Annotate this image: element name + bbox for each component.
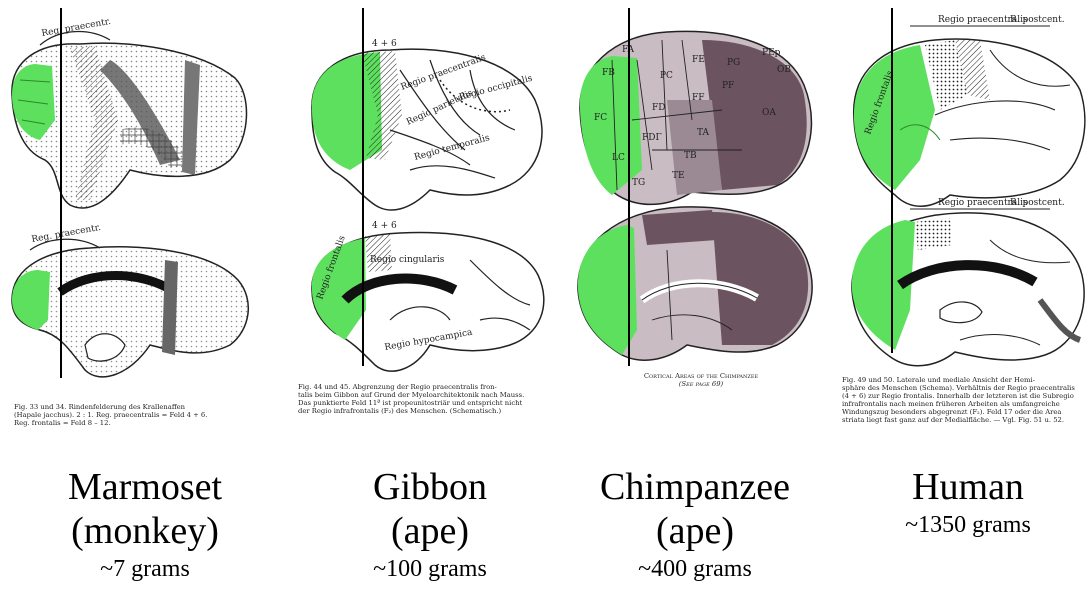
human-caption-line-1: Fig. 49 und 50. Laterale und mediale Ans… <box>842 376 1086 384</box>
marmoset-caption: Fig. 33 und 34. Rindenfelderung des Kral… <box>14 403 264 427</box>
marmoset-caption-line-1: Fig. 33 und 34. Rindenfelderung des Kral… <box>14 403 264 411</box>
marmoset-panel: Reg. praecentr. Reg. praecentr. Fig. 33 … <box>0 0 270 420</box>
human-medial-view: Regio praecentralis R. postcent. <box>852 198 1084 366</box>
chimpanzee-name: Chimpanzee <box>575 465 815 509</box>
chimpanzee-brain-drawings: FA FB PC FD FE FF TA TB OA OB PF PG TE F… <box>572 0 830 400</box>
gibbon-medial-view: 4 + 6 Regio cingularis Regio hypocampica… <box>312 221 544 371</box>
chimp-area-label-fc: FC <box>594 113 607 123</box>
marmoset-medial-view: Reg. praecentr. <box>12 223 248 377</box>
chimp-area-label-oa: OA <box>762 108 776 118</box>
gibbon-lateral-view: 4 + 6 Regio praecentralis Regio occipita… <box>312 39 542 210</box>
chimp-area-label-pf: PF <box>722 81 734 91</box>
marmoset-name: Marmoset <box>20 465 270 509</box>
chimpanzee-lateral-view: FA FB PC FD FE FF TA TB OA OB PF PG TE F… <box>580 31 812 204</box>
human-name: Human <box>858 465 1078 509</box>
human-caption-line-2: sphäre des Menschen (Schema). Verhältnis… <box>842 384 1086 392</box>
marmoset-caption-line-2: (Hapale jacchus). 2 : 1. Reg. praecentra… <box>14 411 264 419</box>
chimpanzee-reference-line <box>628 8 630 366</box>
human-panel: Regio praecentralis R. postcent. Regio f… <box>840 0 1086 385</box>
human-caption-line-5: Windungszug besonders abgegrenzt (F₂). F… <box>842 408 1086 416</box>
chimp-area-label-fb: FB <box>602 68 615 78</box>
chimp-area-label-fd: FD <box>652 103 665 113</box>
gibbon-caption-line-1: Fig. 44 und 45. Abgrenzung der Regio pra… <box>298 383 560 391</box>
human-top-label-2: R. postcent. <box>1010 15 1065 25</box>
gibbon-caption: Fig. 44 und 45. Abgrenzung der Regio pra… <box>298 383 560 415</box>
chimpanzee-type: (ape) <box>575 509 815 553</box>
gibbon-caption-line-4: der Regio infrafrontalis (F₂) des Mensch… <box>298 407 560 415</box>
gibbon-brain-drawings: 4 + 6 Regio praecentralis Regio occipita… <box>290 0 565 420</box>
gibbon-top-label: 4 + 6 <box>372 39 397 49</box>
human-caption-line-3: (4 + 6) zur Regio frontalis. Innerhalb d… <box>842 392 1086 400</box>
marmoset-bottom-label: Reg. praecentr. <box>31 223 102 245</box>
gibbon-weight: ~100 grams <box>310 553 550 585</box>
gibbon-type: (ape) <box>310 509 550 553</box>
gibbon-name: Gibbon <box>310 465 550 509</box>
marmoset-reference-line <box>60 8 62 378</box>
chimpanzee-caption: Cortical Areas of the Chimpanzee (See pa… <box>572 372 830 388</box>
human-reference-line <box>891 8 893 353</box>
chimp-area-label-fe: FE <box>692 55 705 65</box>
gibbon-caption-line-3: Das punktierte Feld 11ª ist propeunitost… <box>298 399 560 407</box>
chimp-area-label-te: TE <box>672 171 685 181</box>
human-lateral-view: Regio praecentralis R. postcent. Regio f… <box>854 15 1085 206</box>
chimp-area-label-tg: TG <box>632 178 645 188</box>
chimp-area-label-pc: PC <box>660 71 673 81</box>
gibbon-caption-line-2: talis beim Gibbon auf Grund der Myeloarc… <box>298 391 560 399</box>
chimp-area-label-lc: LC <box>612 153 625 163</box>
chimp-area-label-ta: TA <box>697 128 710 138</box>
chimpanzee-caption-line-2: (See page 69) <box>572 380 830 388</box>
human-caption: Fig. 49 und 50. Laterale und mediale Ans… <box>842 376 1086 424</box>
gibbon-reference-line <box>362 8 364 366</box>
gibbon-region-label-cingularis: Regio cingularis <box>370 255 445 265</box>
chimp-area-label-pg: PG <box>727 58 740 68</box>
marmoset-label: Marmoset (monkey) ~7 grams <box>20 465 270 585</box>
marmoset-brain-drawings: Reg. praecentr. Reg. praecentr. <box>0 0 270 420</box>
human-caption-line-6: striata liegt fast ganz auf der Medialfl… <box>842 416 1086 424</box>
chimpanzee-weight: ~400 grams <box>575 553 815 585</box>
chimpanzee-medial-view <box>578 207 812 360</box>
human-brain-drawings: Regio praecentralis R. postcent. Regio f… <box>840 0 1086 385</box>
chimp-area-label-tb: TB <box>684 151 697 161</box>
gibbon-bottom-label: 4 + 6 <box>372 221 397 231</box>
chimp-area-label-pep: PEp <box>762 48 781 58</box>
chimp-area-label-fdg: FDΓ <box>642 133 662 143</box>
chimpanzee-label: Chimpanzee (ape) ~400 grams <box>575 465 815 585</box>
gibbon-label: Gibbon (ape) ~100 grams <box>310 465 550 585</box>
human-bottom-label-2: R. postcent. <box>1010 198 1065 208</box>
marmoset-lateral-view: Reg. praecentr. <box>12 17 247 208</box>
marmoset-type: (monkey) <box>20 509 270 553</box>
chimpanzee-panel: FA FB PC FD FE FF TA TB OA OB PF PG TE F… <box>572 0 830 400</box>
human-caption-line-4: infrafrontalis nach meinen früheren Arbe… <box>842 400 1086 408</box>
chimp-area-label-ff: FF <box>692 93 705 103</box>
chimp-area-label-ob: OB <box>777 65 791 75</box>
marmoset-weight: ~7 grams <box>20 553 270 585</box>
gibbon-panel: 4 + 6 Regio praecentralis Regio occipita… <box>290 0 565 420</box>
human-label: Human ~1350 grams <box>858 465 1078 541</box>
human-weight: ~1350 grams <box>858 509 1078 541</box>
marmoset-caption-line-3: Reg. frontalis = Feld 8 – 12. <box>14 419 264 427</box>
chimpanzee-caption-line-1: Cortical Areas of the Chimpanzee <box>572 372 830 380</box>
